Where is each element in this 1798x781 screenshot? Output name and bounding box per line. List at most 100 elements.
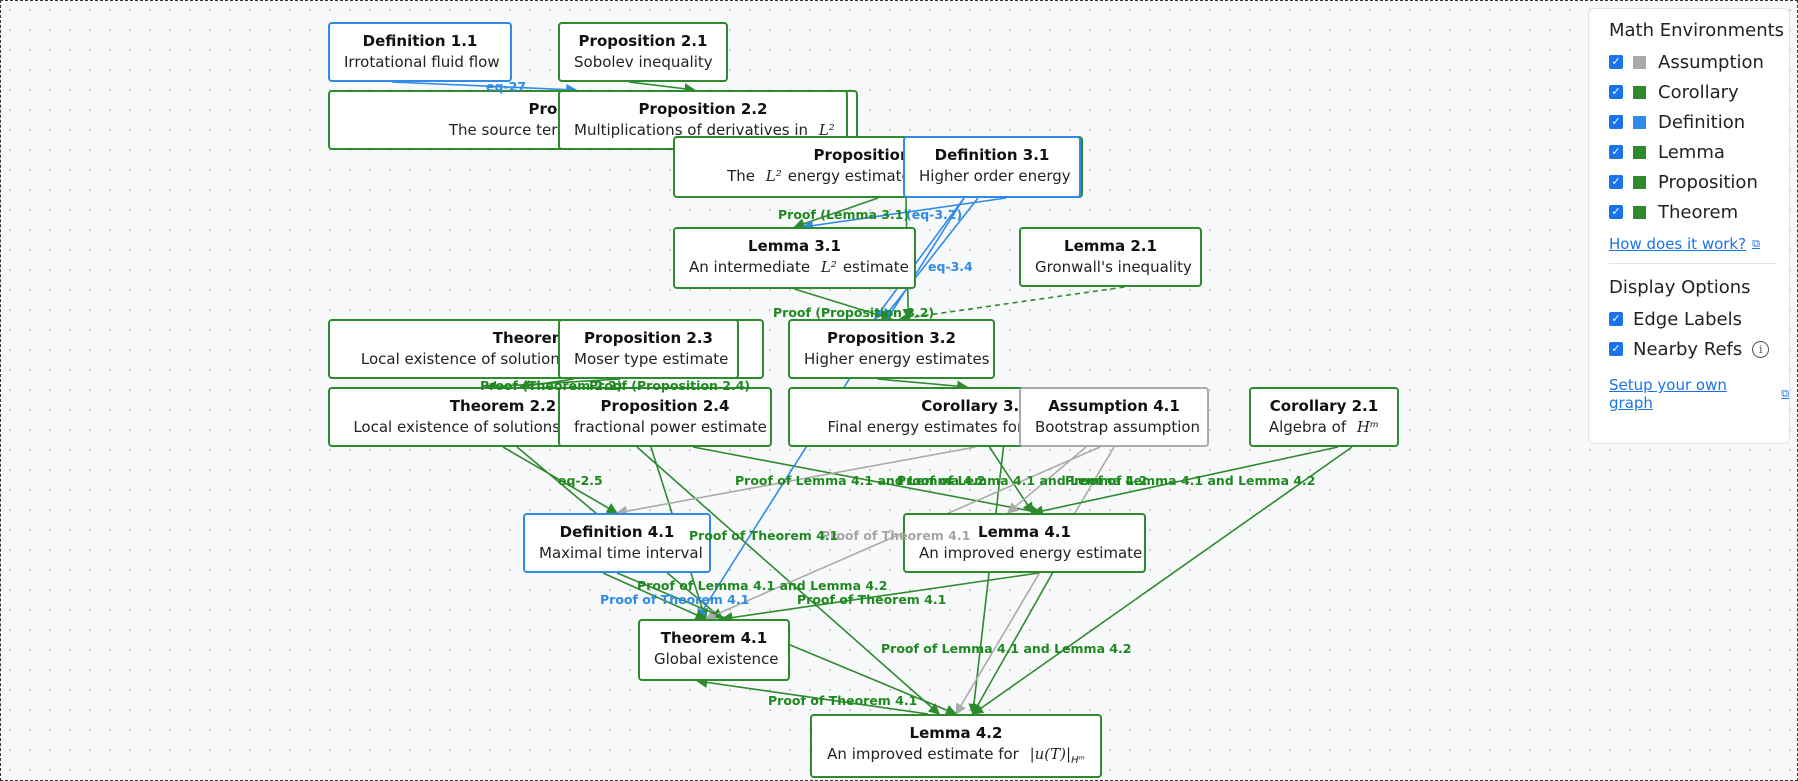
color-swatch: [1633, 175, 1646, 189]
node-title: Proposition 2.3: [584, 329, 713, 347]
edge-prop24-lem42: [636, 446, 941, 715]
edge-label: Proof of Theorem 4.1: [797, 592, 947, 607]
subtitle-text: The: [727, 167, 755, 185]
edge-prop32-cor31: [877, 378, 969, 392]
edge-prop24-lem41: [692, 446, 1043, 517]
display-options-heading: Display Options: [1609, 277, 1751, 298]
edge-label: Proof of Lemma 4.1 and Lemma 4.2: [1065, 473, 1316, 488]
node-title: Lemma 2.1: [1064, 237, 1157, 255]
edge-label: Proof of Lemma 4.1 and Lemma 4.2: [881, 641, 1132, 656]
checkbox[interactable]: ✓: [1609, 205, 1623, 219]
how-it-works-link[interactable]: How does it work? ⧉: [1609, 235, 1789, 253]
node-title: Assumption 4.1: [1048, 397, 1180, 415]
edge-lem41-lem42: [972, 572, 1054, 715]
env-toggle-corollary[interactable]: ✓Corollary: [1609, 77, 1789, 107]
node-subtitle: Moser type estimate: [574, 349, 728, 369]
edge-lem42-thm41: [696, 676, 929, 715]
node-title: Proposition 2.1: [578, 32, 708, 50]
setup-graph-link[interactable]: Setup your own graph ⧉: [1609, 376, 1789, 412]
edge-label: eq-2.5: [558, 473, 603, 488]
subtitle-text: Algebra of: [1268, 418, 1347, 436]
edge-lem41-thm41: [721, 572, 1039, 624]
env-label: Theorem: [1658, 201, 1739, 223]
subtitle-text: Multiplications of derivatives in: [574, 121, 809, 139]
edge-asm41-thm41: [704, 446, 1101, 621]
env-toggle-proposition[interactable]: ✓ Proposition: [1609, 167, 1789, 197]
color-swatch: [1633, 55, 1646, 69]
env-label: Lemma: [1658, 141, 1725, 163]
checkbox[interactable]: ✓: [1609, 85, 1623, 99]
node-title: Definition 1.1: [362, 32, 478, 50]
node-title: Definition 4.1: [559, 523, 675, 541]
edge-cor21-lem41: [1031, 446, 1339, 517]
node-title: Proposition 3.2: [827, 329, 956, 347]
node-subtitle: Irrotational fluid flow: [344, 52, 500, 72]
subtitle-text: Higher order energy: [919, 167, 1071, 185]
control-panel: Math Environments ✓Assumption✓Corollary✓…: [1588, 8, 1790, 444]
edge-label: Proof (Proposition 2.4): [589, 378, 751, 393]
node-subtitle: An improved estimate for |u(T)|Hᵐ: [826, 744, 1086, 771]
env-toggle-assumption[interactable]: ✓ Assumption: [1609, 47, 1789, 77]
edge-label: Proof of Theorem 4.1: [768, 693, 918, 708]
edge-label: Proof (Lemma 3.1): [778, 207, 910, 222]
color-swatch: [1633, 205, 1646, 219]
subtitle-text: Sobolev inequality: [574, 53, 713, 71]
subtitle-text: Maximal time interval: [539, 544, 703, 562]
node-lem42[interactable]: Lemma 4.2 An improved estimate for |u(T)|…: [810, 714, 1102, 778]
external-link-icon: ⧉: [1781, 387, 1789, 400]
env-label: Proposition: [1658, 171, 1758, 193]
math-expr: L²: [760, 167, 782, 185]
color-swatch: [1633, 115, 1646, 129]
math-expr: L²: [814, 121, 835, 139]
edge-def11-prop11: [391, 81, 578, 96]
node-subtitle: Sobolev inequality: [574, 52, 713, 72]
checkbox[interactable]: ✓: [1609, 55, 1623, 69]
checkbox[interactable]: ✓: [1609, 312, 1623, 326]
how-it-works-label: How does it work?: [1609, 235, 1747, 253]
env-label: Assumption: [1658, 51, 1764, 73]
subtitle-text: Moser type estimate: [574, 350, 729, 368]
panel-divider: [1609, 263, 1777, 264]
subtitle-text: An improved estimate for: [827, 745, 1019, 763]
node-title: Lemma 3.1: [748, 237, 841, 255]
checkbox[interactable]: ✓: [1609, 175, 1623, 189]
node-title: Proposition 2.2: [638, 100, 768, 118]
edge-def31-prop32: [882, 197, 979, 320]
edge-cor21-lem42: [971, 446, 1353, 715]
node-prop24[interactable]: Proposition 2.4 fractional power estimate: [558, 387, 772, 447]
checkbox[interactable]: ✓: [1609, 115, 1623, 129]
env-label: Definition: [1658, 111, 1746, 133]
node-title: Proposition 2.4: [600, 397, 730, 415]
subtitle-text: Bootstrap assumption: [1035, 418, 1201, 436]
env-toggle-lemma[interactable]: ✓ Lemma: [1609, 137, 1789, 167]
node-subtitle: Algebra of Hᵐ: [1265, 417, 1383, 437]
node-title: Lemma 4.2: [909, 724, 1003, 742]
env-toggle-definition[interactable]: ✓ Definition: [1609, 107, 1789, 137]
env-toggle-theorem[interactable]: ✓ Theorem: [1609, 197, 1789, 227]
checkbox[interactable]: ✓: [1609, 145, 1623, 159]
subtitle-text: Higher energy estimates: [804, 350, 990, 368]
info-icon[interactable]: i: [1752, 340, 1770, 358]
math-expr: L²: [816, 258, 837, 276]
edge-cor31-def41: [615, 446, 976, 517]
option-toggle-edge-labels[interactable]: ✓Edge Labels: [1609, 304, 1789, 334]
node-title: Definition 3.1: [934, 146, 1050, 164]
checkbox[interactable]: ✓: [1609, 342, 1623, 356]
node-subtitle: Gronwall's inequality: [1035, 257, 1192, 277]
edge-label: Proof of Theorem 4.1: [689, 528, 839, 543]
subtitle-text: fractional power estimate: [574, 418, 767, 436]
subtitle-text: An improved energy estimate: [919, 544, 1143, 562]
